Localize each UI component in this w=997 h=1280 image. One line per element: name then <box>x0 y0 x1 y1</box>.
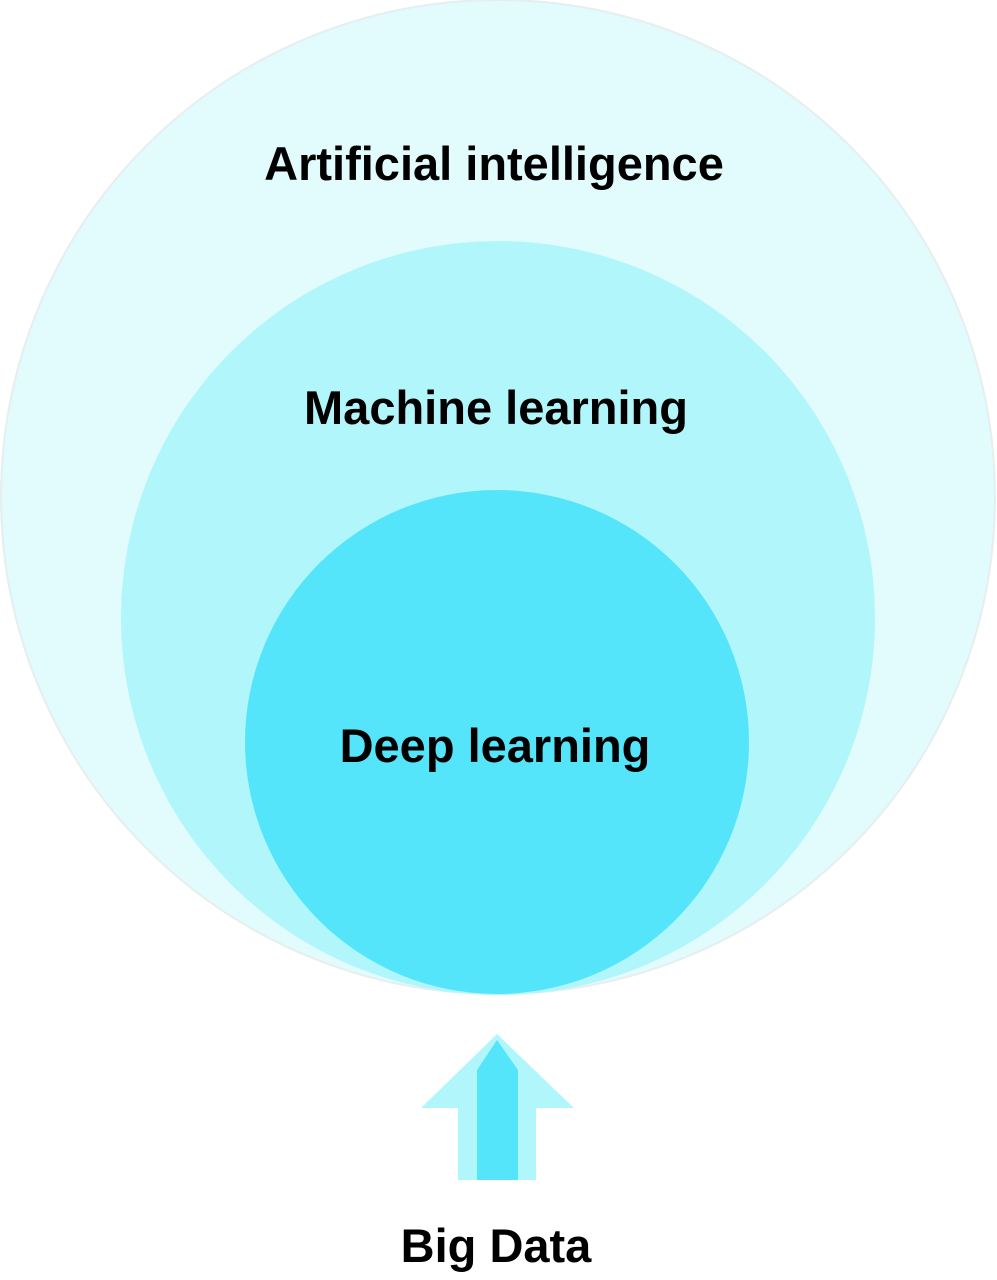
deep-learning-group: Deep learning <box>245 490 749 994</box>
artificial-intelligence-label: Artificial intelligence <box>264 137 724 190</box>
machine-learning-label: Machine learning <box>304 381 688 434</box>
big-data-arrow-icon <box>421 1034 574 1180</box>
deep-learning-circle <box>245 490 749 994</box>
arrow-inner-stripe <box>477 1040 518 1180</box>
deep-learning-label: Deep learning <box>340 719 651 772</box>
big-data-label: Big Data <box>401 1219 593 1272</box>
